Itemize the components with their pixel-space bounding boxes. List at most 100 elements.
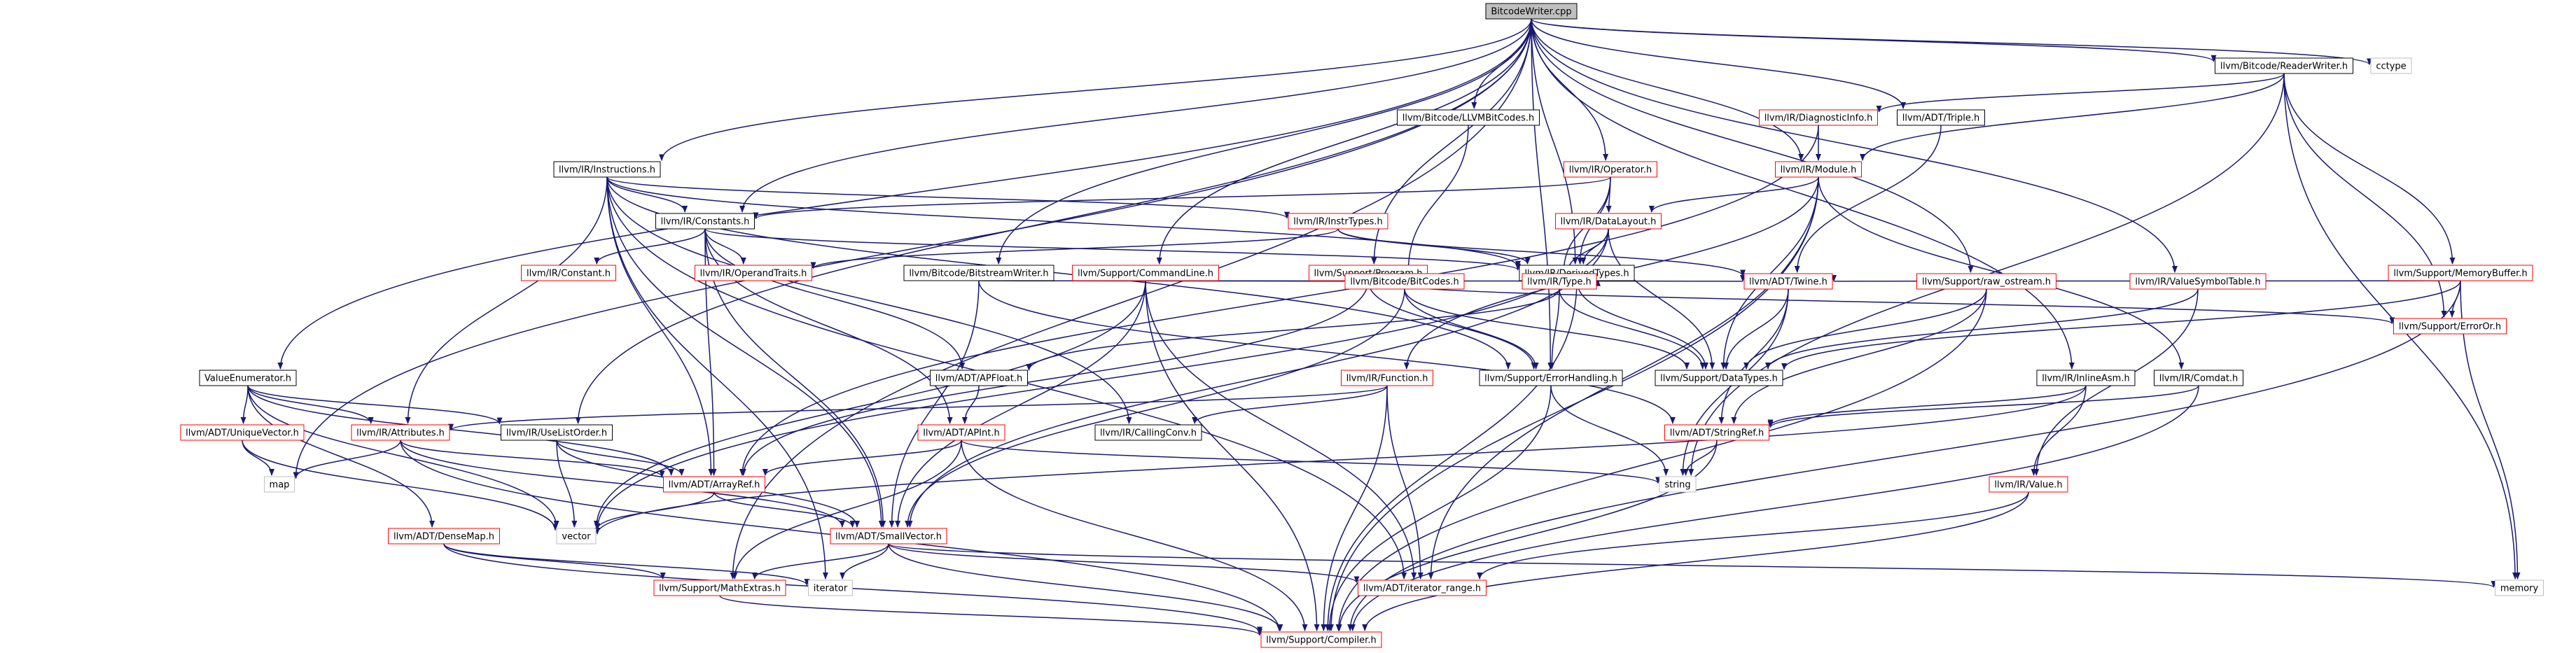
node-label: llvm/IR/CallingConv.h	[1100, 428, 1197, 439]
edge-module-to-iteratorrange	[1428, 176, 1819, 580]
node-commandline[interactable]: llvm/Support/CommandLine.h	[1072, 265, 1219, 281]
node-value[interactable]: llvm/IR/Value.h	[1989, 476, 2068, 493]
edge-rawostream-to-stringref	[1731, 288, 1987, 424]
edge-memorybuffer-to-datatypes	[1781, 280, 2461, 370]
node-label: llvm/IR/Operator.h	[1569, 165, 1652, 176]
node-label: map	[270, 480, 290, 491]
edge-constants-to-derivedtypes	[704, 228, 1521, 271]
node-comdat[interactable]: llvm/IR/Comdat.h	[2154, 370, 2243, 386]
node-compiler[interactable]: llvm/Support/Compiler.h	[1260, 631, 1382, 648]
edge-derivedtypes-to-compiler	[1325, 280, 1578, 631]
edge-arrayref-to-vector	[594, 491, 715, 531]
edge-value-to-compiler	[1362, 491, 2029, 631]
edge-root-to-readerwriter	[1531, 18, 2217, 62]
node-datalayout[interactable]: llvm/IR/DataLayout.h	[1555, 213, 1662, 230]
node-instructions[interactable]: llvm/IR/Instructions.h	[553, 161, 661, 178]
node-vector: vector	[556, 528, 597, 545]
node-inlineasm[interactable]: llvm/IR/InlineAsm.h	[2036, 370, 2136, 386]
edge-function-to-compiler	[1321, 385, 1388, 631]
node-instrtypes[interactable]: llvm/IR/InstrTypes.h	[1288, 213, 1388, 230]
node-label: llvm/ADT/SmallVector.h	[835, 532, 942, 542]
node-label: llvm/IR/Type.h	[1527, 277, 1591, 288]
edge-llvmbitcodes-to-bitcodes	[1405, 125, 1469, 273]
node-box	[553, 161, 661, 178]
edge-commandline-to-vector	[593, 280, 1146, 528]
edge-constants-to-operandtraits	[704, 228, 746, 265]
node-readerwriter[interactable]: llvm/Bitcode/ReaderWriter.h	[2215, 57, 2353, 74]
node-label: cctype	[2376, 62, 2406, 72]
node-apfloat[interactable]: llvm/ADT/APFloat.h	[930, 370, 1028, 386]
node-bitcodes[interactable]: llvm/Bitcode/BitCodes.h	[1344, 273, 1465, 290]
edge-apint-to-compiler	[961, 440, 1308, 631]
edge-bitstreamwriter-to-stringref	[978, 280, 1676, 424]
edge-memorybuffer-to-compiler	[1347, 280, 2461, 631]
edge-root-to-instructions	[659, 18, 1532, 162]
node-attributes[interactable]: llvm/IR/Attributes.h	[351, 424, 450, 441]
node-root[interactable]: BitcodeWriter.cpp	[1485, 3, 1578, 20]
node-bitstreamwriter[interactable]: llvm/Bitcode/BitstreamWriter.h	[903, 265, 1054, 281]
node-map: map	[264, 476, 295, 493]
node-string: string	[1659, 476, 1697, 493]
node-operator[interactable]: llvm/IR/Operator.h	[1564, 161, 1657, 178]
edge-constants-to-apint	[704, 228, 953, 424]
node-label: llvm/IR/Constant.h	[527, 269, 611, 279]
edge-bitcodes-to-smallvector	[905, 288, 1405, 528]
node-box	[808, 580, 853, 596]
node-triple[interactable]: llvm/ADT/Triple.h	[1897, 109, 1985, 126]
node-label: llvm/IR/Comdat.h	[2159, 374, 2239, 384]
edge-root-to-operator	[1531, 18, 1609, 161]
node-datatypes[interactable]: llvm/Support/DataTypes.h	[1655, 370, 1783, 386]
node-errorhandling[interactable]: llvm/Support/ErrorHandling.h	[1479, 370, 1623, 386]
node-smallvector[interactable]: llvm/ADT/SmallVector.h	[830, 528, 947, 545]
edge-program-to-arrayref	[740, 280, 1369, 476]
node-label: memory	[2500, 584, 2539, 594]
node-label: llvm/Support/MemoryBuffer.h	[2393, 269, 2527, 279]
node-module[interactable]: llvm/IR/Module.h	[1775, 161, 1862, 178]
node-box	[2154, 370, 2243, 386]
node-uniquevector[interactable]: llvm/ADT/UniqueVector.h	[180, 424, 305, 441]
node-uselistorder[interactable]: llvm/IR/UseListOrder.h	[501, 424, 613, 441]
edge-errorhandling-to-compiler	[1326, 385, 1552, 631]
node-label: llvm/IR/Constants.h	[661, 217, 750, 227]
node-box	[351, 424, 450, 441]
node-function[interactable]: llvm/IR/Function.h	[1341, 370, 1433, 386]
node-mathextras[interactable]: llvm/Support/MathExtras.h	[653, 580, 786, 596]
node-label: llvm/ADT/iterator_range.h	[1363, 584, 1481, 594]
edge-smallvector-to-compiler	[888, 543, 1283, 631]
node-valuesymtab[interactable]: llvm/IR/ValueSymbolTable.h	[2129, 273, 2267, 290]
node-twine[interactable]: llvm/ADT/Twine.h	[1743, 273, 1833, 290]
node-type[interactable]: llvm/IR/Type.h	[1522, 273, 1597, 290]
node-densemap[interactable]: llvm/ADT/DenseMap.h	[388, 528, 500, 545]
node-label: llvm/Support/ErrorHandling.h	[1484, 374, 1617, 384]
node-box	[653, 580, 786, 596]
node-operandtraits[interactable]: llvm/IR/OperandTraits.h	[695, 265, 812, 281]
node-llvmbitcodes[interactable]: llvm/Bitcode/LLVMBitCodes.h	[1397, 109, 1540, 126]
node-iteratorrange[interactable]: llvm/ADT/iterator_range.h	[1358, 580, 1487, 596]
node-constants[interactable]: llvm/IR/Constants.h	[655, 213, 755, 230]
node-callingconv[interactable]: llvm/IR/CallingConv.h	[1094, 424, 1202, 441]
node-label: llvm/IR/DataLayout.h	[1561, 217, 1657, 227]
edge-smallvector-to-iterator	[840, 543, 889, 580]
file-nodes: BitcodeWriter.cpp cctype llvm/Bitcode/Read…	[180, 3, 2544, 648]
node-stringref[interactable]: llvm/ADT/StringRef.h	[1664, 424, 1769, 441]
edge-errorhandling-to-string	[1550, 385, 1669, 476]
node-arrayref[interactable]: llvm/ADT/ArrayRef.h	[663, 476, 765, 493]
node-label: llvm/Support/Compiler.h	[1266, 636, 1376, 646]
edge-root-to-uselistorder	[575, 18, 1532, 424]
node-label: llvm/ADT/Twine.h	[1749, 277, 1827, 288]
node-diaginfo[interactable]: llvm/IR/DiagnosticInfo.h	[1759, 109, 1878, 126]
node-rawostream[interactable]: llvm/Support/raw_ostream.h	[1916, 273, 2056, 290]
node-label: llvm/IR/Function.h	[1346, 374, 1428, 384]
edge-type-to-errorhandling	[1549, 288, 1560, 370]
node-memorybuffer[interactable]: llvm/Support/MemoryBuffer.h	[2388, 265, 2533, 281]
edge-root-to-constants	[739, 18, 1532, 213]
node-erroror[interactable]: llvm/Support/ErrorOr.h	[2393, 318, 2507, 335]
node-valueenum[interactable]: ValueEnumerator.h	[199, 370, 297, 386]
node-constant[interactable]: llvm/IR/Constant.h	[521, 265, 616, 281]
edge-module-to-comdat	[1818, 176, 2185, 370]
node-box	[1358, 580, 1487, 596]
node-apint[interactable]: llvm/ADT/APInt.h	[917, 424, 1005, 441]
node-box	[1555, 213, 1662, 230]
node-box	[1485, 3, 1578, 20]
node-box	[1916, 273, 2056, 290]
